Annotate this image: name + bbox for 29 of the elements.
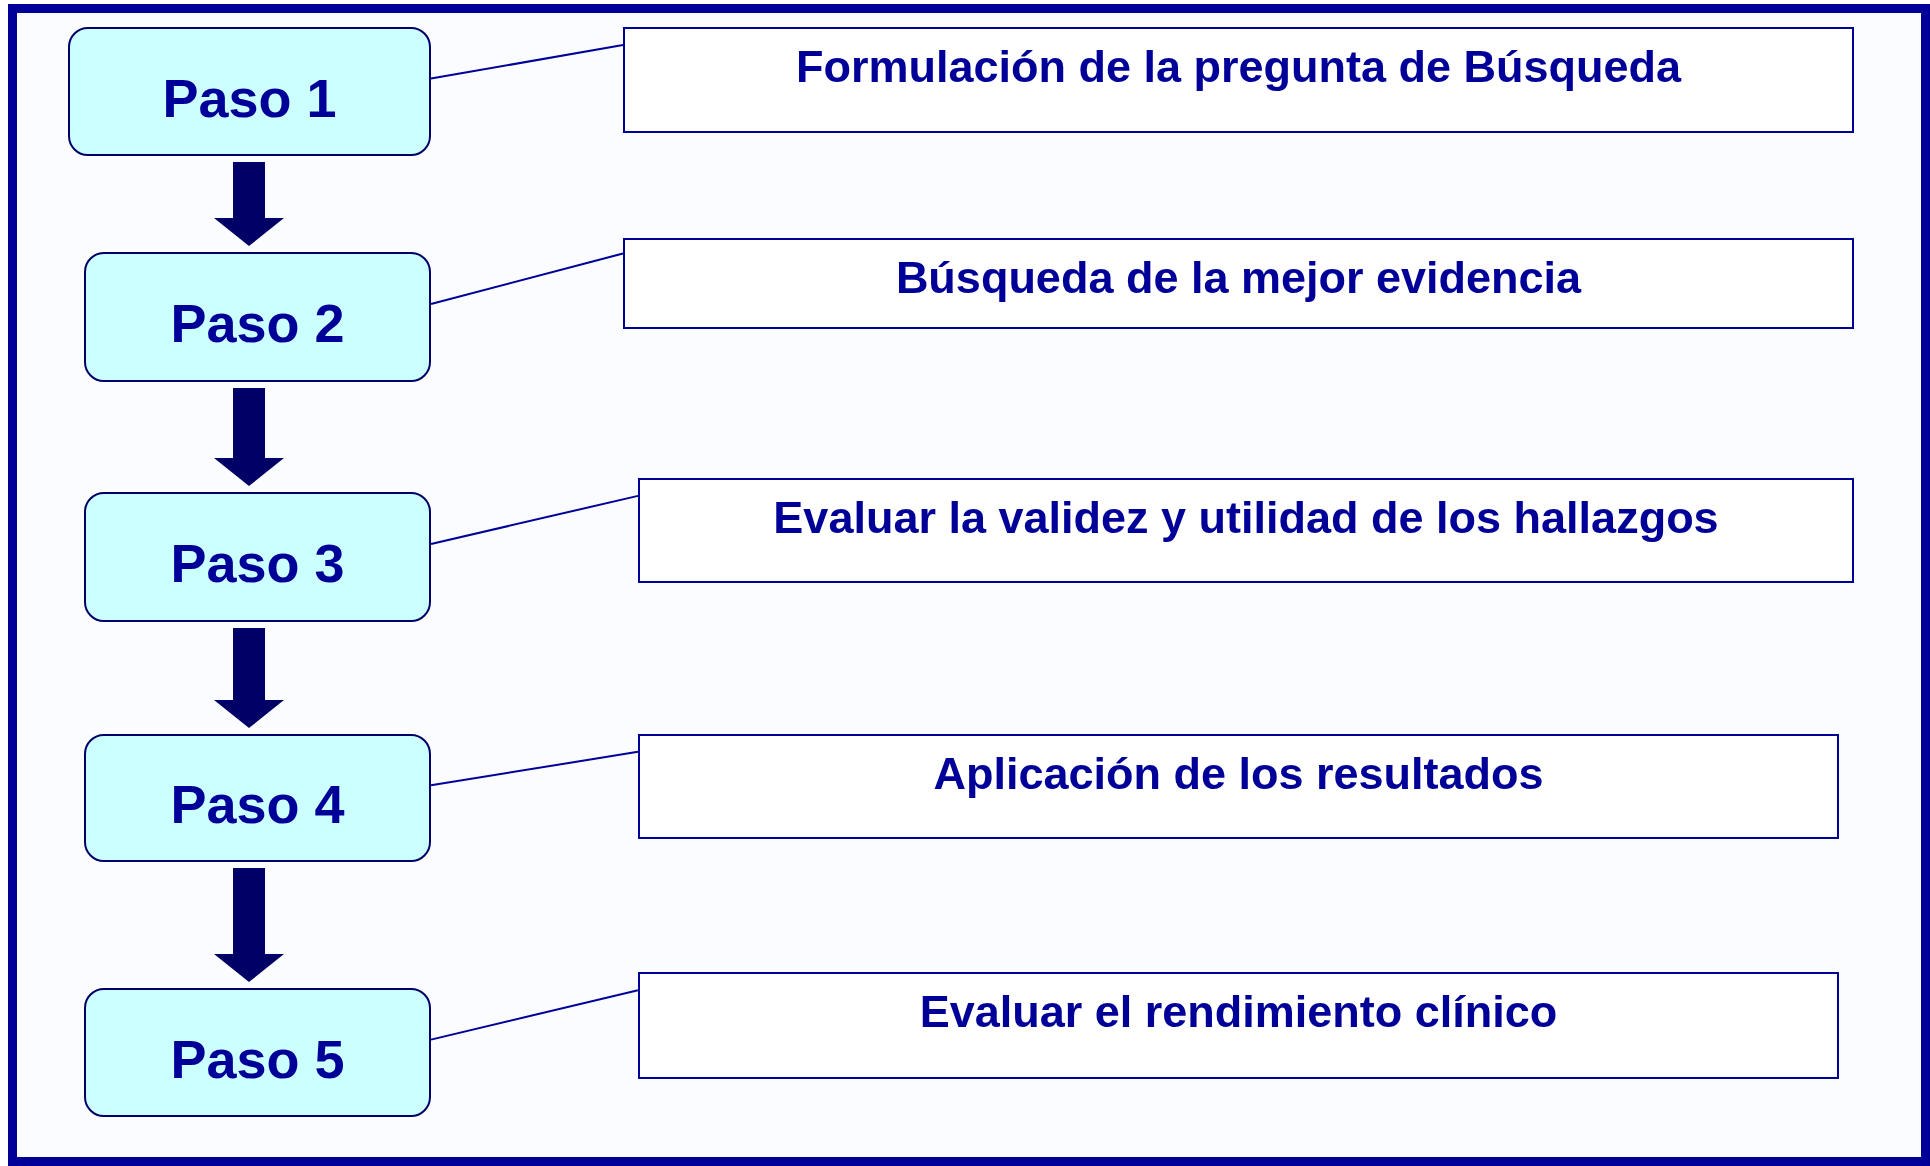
- block-arrow: [214, 628, 284, 728]
- description-box: [623, 27, 1854, 133]
- step-label: Paso 3: [170, 536, 345, 590]
- step-description: Búsqueda de la mejor evidencia: [895, 251, 1582, 305]
- block-arrow: [214, 162, 284, 246]
- step-description: Aplicación de los resultados: [933, 747, 1544, 801]
- step-box: [84, 492, 431, 622]
- step-label: Paso 2: [170, 296, 345, 350]
- description-box: [623, 238, 1854, 329]
- step-label: Paso 5: [170, 1031, 345, 1086]
- description-box: [638, 734, 1839, 839]
- leader-line: [430, 494, 639, 545]
- step-description: Evaluar el rendimiento clínico: [919, 985, 1558, 1039]
- step-description: Formulación de la pregunta de Búsqueda: [795, 40, 1682, 94]
- step-label: Paso 4: [170, 777, 345, 831]
- leader-line: [430, 252, 624, 305]
- step-box: [68, 27, 431, 156]
- leader-line: [430, 44, 624, 80]
- leader-line: [430, 750, 639, 787]
- step-label: Paso 1: [162, 70, 337, 125]
- leader-line: [430, 989, 639, 1041]
- block-arrow: [214, 868, 284, 982]
- description-box: [638, 478, 1854, 583]
- step-description: Evaluar la validez y utilidad de los hallazgos: [773, 491, 1719, 545]
- description-box: [638, 972, 1839, 1079]
- step-box: [84, 252, 431, 382]
- step-box: [84, 734, 431, 862]
- step-box: [84, 988, 431, 1117]
- block-arrow: [214, 388, 284, 486]
